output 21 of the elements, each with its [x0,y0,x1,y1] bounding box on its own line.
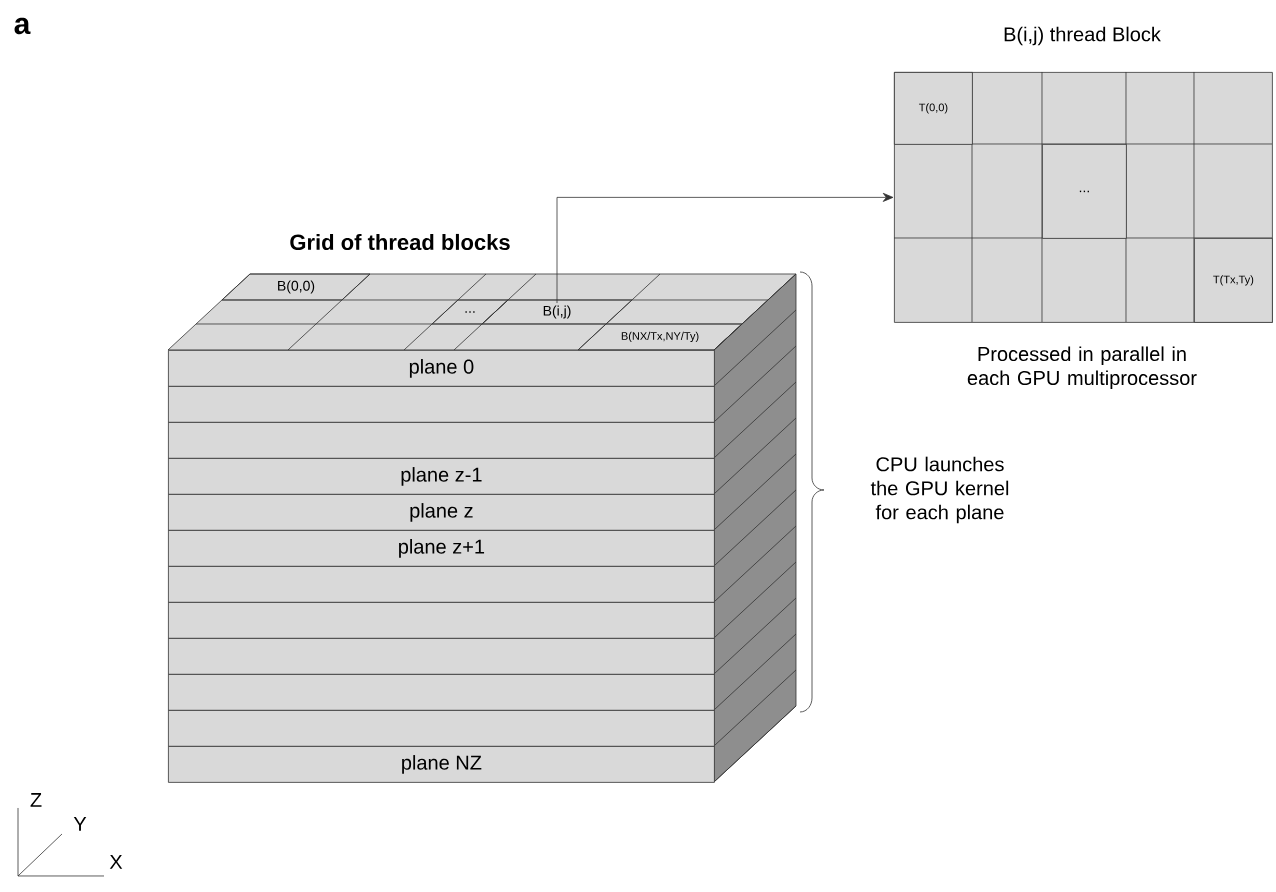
plane-layer: plane z-1 [168,458,715,495]
bracket-note: CPU launches the GPU kernel for each plane [870,456,1009,524]
plane-layer: plane z+1 [168,530,715,567]
plane-layer: plane 0 [168,350,715,387]
axis-label: X [109,855,123,869]
plane-layer [168,566,715,603]
plane-layer [168,674,715,711]
block-title: B(i,j) thread Block [1004,26,1161,46]
plane-layer [168,602,715,639]
plane-layer [168,422,715,459]
plane-layer [168,386,715,423]
panel-letter: a [14,17,31,35]
axis-label: Y [73,817,87,831]
plane-layer: plane z [168,494,715,531]
axis-label: Z [30,793,42,807]
plane-layer [168,710,715,747]
plane-layer [168,638,715,675]
plane-layer: plane NZ [168,746,715,783]
block-caption: Processed in parallel in each GPU multiprocessor [967,346,1197,389]
grid-title: Grid of thread blocks [290,233,510,251]
arrow [556,192,894,304]
